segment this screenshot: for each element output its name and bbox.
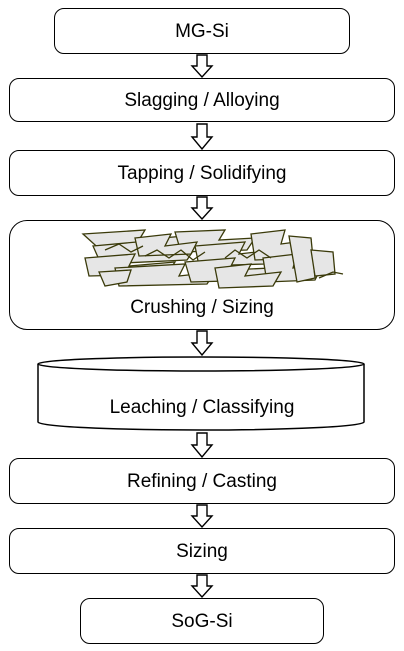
down-arrow-icon	[190, 574, 214, 598]
step-crushing-sizing: Crushing / Sizing	[9, 220, 395, 330]
step-label: Tapping / Solidifying	[117, 163, 287, 184]
step-tapping-solidifying: Tapping / Solidifying	[9, 150, 395, 196]
step-mg-si: MG-Si	[54, 8, 350, 54]
step-label: MG-Si	[175, 21, 229, 42]
crushed-silicon-shards-image	[81, 229, 344, 289]
step-label: SoG-Si	[171, 611, 233, 632]
step-refining-casting: Refining / Casting	[9, 458, 395, 504]
step-label: Refining / Casting	[127, 471, 277, 492]
step-slagging-alloying: Slagging / Alloying	[9, 78, 395, 122]
down-arrow-icon	[190, 123, 214, 150]
down-arrow-icon	[190, 432, 214, 458]
down-arrow-icon	[190, 196, 214, 220]
down-arrow-icon	[190, 504, 214, 528]
step-label: Leaching / Classifying	[109, 397, 295, 418]
step-label: Slagging / Alloying	[124, 90, 280, 111]
step-label: Sizing	[176, 541, 228, 562]
step-sog-si: SoG-Si	[80, 598, 324, 644]
step-label: Crushing / Sizing	[130, 297, 274, 318]
down-arrow-icon	[190, 330, 214, 356]
down-arrow-icon	[190, 54, 214, 78]
step-leaching-classifying-drum	[37, 356, 365, 431]
step-sizing: Sizing	[9, 528, 395, 574]
